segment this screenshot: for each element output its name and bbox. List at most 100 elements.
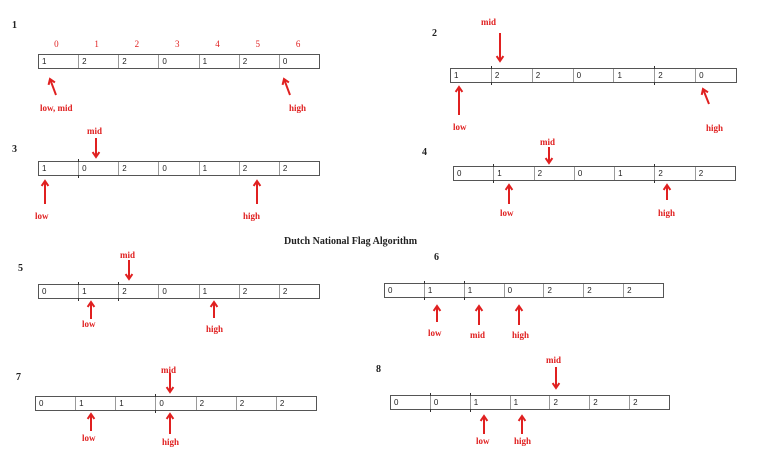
array-cell: 2 [238, 162, 279, 175]
arrow-up-icon [517, 414, 527, 434]
pointer-label: low [82, 433, 96, 443]
array-index: 1 [94, 39, 99, 49]
array-cell: 0 [158, 162, 198, 175]
arrow-down-icon [551, 367, 561, 390]
array-cell: 2 [118, 55, 158, 68]
array-cell: 0 [278, 55, 319, 68]
array-cell: 1 [509, 396, 550, 409]
array-cell: 1 [115, 397, 155, 410]
arrow-up-icon [454, 85, 464, 115]
pointer-label: high [658, 208, 676, 218]
arrow-up-icon [479, 414, 489, 434]
array-index: 5 [255, 39, 261, 49]
array-cell: 2 [543, 284, 583, 297]
array-cell: 1 [463, 281, 504, 300]
arrow-up-icon [40, 179, 50, 204]
pointer-label: mid [87, 126, 103, 136]
arrow-down-icon [495, 33, 505, 63]
pointer-label: mid [470, 330, 486, 340]
arrow-up-icon [252, 179, 262, 204]
array-cell: 2 [235, 397, 276, 410]
array-cell: 0 [572, 69, 614, 82]
pointer-label: low [428, 328, 442, 338]
pointer-label: mid [161, 365, 177, 375]
array-cell: 2 [694, 167, 735, 180]
array-cell: 2 [78, 55, 118, 68]
array-cell: 1 [42, 57, 47, 66]
step-number: 1 [12, 20, 17, 31]
pointer-label: low [453, 122, 467, 132]
array-cell: 0 [573, 167, 614, 180]
arrow-up-icon [662, 183, 672, 200]
array-cell: 1 [75, 397, 115, 410]
array-index: 6 [295, 39, 301, 49]
arrow-up-icon [47, 77, 57, 96]
array-cell: 2 [278, 285, 319, 298]
pointer-label: high [706, 123, 724, 133]
array-cell: 1 [613, 69, 654, 82]
array-cell: 1 [469, 393, 510, 412]
array-cell: 1 [454, 71, 459, 80]
array-index: 4 [215, 39, 220, 49]
array-cell: 2 [118, 162, 158, 175]
arrow-up-icon [281, 77, 291, 96]
array-cell: 2 [629, 396, 669, 409]
array-cell: 1 [614, 167, 654, 180]
pointer-label: low [476, 436, 490, 446]
pointer-label: low [500, 208, 514, 218]
array-cell: 0 [155, 394, 195, 413]
arrow-up-icon [209, 300, 219, 318]
pointer-label: low, mid [40, 103, 73, 113]
array-cell: 2 [238, 285, 279, 298]
array-cell: 0 [158, 55, 198, 68]
array-cell: 2 [549, 396, 589, 409]
pointer-label: mid [481, 17, 497, 27]
array-index: 3 [174, 39, 180, 49]
arrow-down-icon [544, 147, 554, 165]
array-cell: 0 [429, 393, 470, 412]
array-cell: 2 [589, 396, 629, 409]
pointer-label: mid [540, 137, 556, 147]
array-index: 0 [54, 39, 59, 49]
arrow-up-icon [432, 304, 442, 322]
step-number: 4 [422, 147, 427, 158]
pointer-label: low [35, 211, 49, 221]
arrow-up-icon [86, 412, 96, 431]
array-cell: 1 [493, 164, 533, 183]
array-cell: 2 [118, 282, 158, 301]
array-index: 2 [134, 39, 140, 49]
pointer-label: high [162, 437, 180, 447]
array-cell: 0 [78, 159, 118, 178]
pointer-label: high [289, 103, 307, 113]
array-cell: 2 [531, 69, 573, 82]
array-cell: 0 [695, 69, 736, 82]
arrow-up-icon [165, 412, 175, 434]
arrow-up-icon [86, 300, 96, 319]
pointer-label: high [514, 436, 532, 446]
array-cell: 1 [78, 282, 118, 301]
pointer-label: high [243, 211, 261, 221]
array-cell: 2 [654, 66, 695, 85]
array-cell: 2 [533, 167, 574, 180]
pointer-label: mid [546, 355, 562, 365]
diagram-title: Dutch National Flag Algorithm [284, 236, 418, 247]
array-cell: 1 [42, 164, 47, 173]
arrow-down-icon [165, 373, 175, 394]
array-cell: 1 [198, 162, 239, 175]
pointer-label: low [82, 319, 96, 329]
array-cell: 2 [278, 162, 319, 175]
array-cell: 2 [654, 164, 694, 183]
array-cell: 0 [503, 284, 544, 297]
array-cell: 0 [42, 287, 47, 296]
array-cell: 2 [275, 397, 316, 410]
arrow-up-icon [504, 183, 514, 204]
arrow-up-icon [514, 304, 524, 325]
